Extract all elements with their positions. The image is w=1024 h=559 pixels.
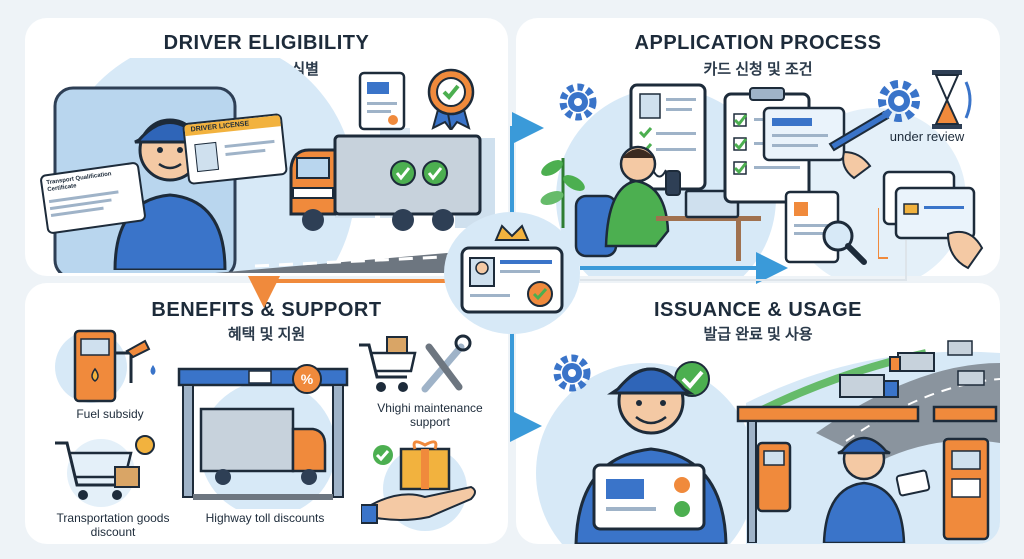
fuel-subsidy-label: Fuel subsidy	[76, 407, 144, 421]
central-id-card	[444, 212, 580, 334]
transportation-discount-label: Transportation goods discount	[56, 511, 170, 539]
gear-icon	[556, 80, 600, 124]
maintenance-support-label: Vhighi maintenance support	[377, 401, 483, 429]
gas-station-icon	[734, 403, 1000, 543]
driver-eligibility-title: DRIVER ELIGIBILITY	[163, 32, 370, 54]
cardholder-figure-icon	[566, 339, 736, 544]
maintenance-tools-icon	[355, 329, 475, 399]
issuance-usage-panel: ISSUANCE & USAGE 발급 완료 및 사용	[516, 283, 1000, 544]
card-in-hand-icon	[878, 168, 988, 272]
benefits-support-title: BENEFITS & SUPPORT	[151, 299, 382, 321]
issuance-usage-title: ISSUANCE & USAGE	[653, 299, 863, 321]
settings-gear-icon	[874, 76, 924, 126]
pen-signing-icon	[760, 102, 890, 182]
document-magnifier-icon	[772, 188, 872, 272]
truck-icon	[283, 128, 483, 238]
svg-text:%: %	[301, 371, 314, 387]
hourglass-icon	[924, 68, 974, 132]
under-review-label: under review	[889, 129, 965, 144]
plant-icon	[538, 128, 588, 228]
gear-icon	[550, 351, 594, 395]
application-process-subtitle: 카드 신청 및 조건	[703, 61, 813, 78]
driver-eligibility-panel: DRIVER ELIGIBILITY 화물 운전자 식별 Transp	[25, 18, 508, 276]
application-process-panel: APPLICATION PROCESS 카드 신청 및 조건	[516, 18, 1000, 276]
highway-toll-label: Highway toll discounts	[205, 511, 325, 525]
highway-trucks-icon	[838, 331, 998, 407]
gift-box-icon	[361, 435, 491, 531]
application-process-title: APPLICATION PROCESS	[634, 32, 882, 54]
benefits-support-panel: BENEFITS & SUPPORT 혜택 및 지원 Fuel subsidy …	[25, 283, 508, 544]
truck-document-icon	[357, 70, 407, 132]
benefits-support-subtitle: 혜택 및 지원	[227, 326, 306, 343]
shopping-cart-icon	[51, 433, 161, 509]
fuel-pump-icon	[53, 323, 163, 405]
toll-gate-icon: %	[173, 359, 353, 509]
approval-badge-icon	[423, 66, 479, 130]
issuance-usage-subtitle: 발급 완료 및 사용	[703, 326, 813, 343]
